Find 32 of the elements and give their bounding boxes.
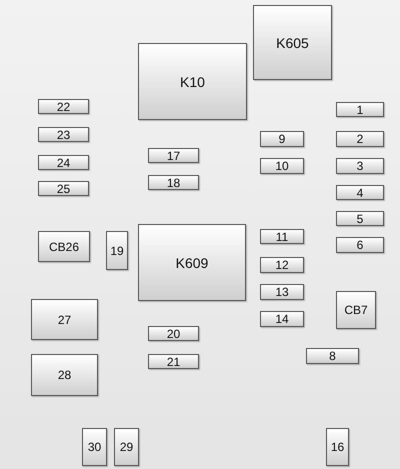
fuse-slot: 1 (336, 102, 384, 117)
fuse-slot: 30 (82, 428, 107, 466)
relay-block: K605 (253, 5, 332, 80)
fuse-slot: 14 (260, 311, 304, 327)
fuse-slot: 29 (114, 428, 139, 466)
fuse-slot: 19 (106, 231, 128, 270)
fuse-slot: 24 (38, 155, 89, 170)
fuse-slot: CB7 (336, 291, 376, 329)
fuse-slot: 21 (148, 354, 199, 369)
fuse-slot: 3 (336, 158, 384, 174)
fuse-slot: 18 (148, 175, 199, 190)
fuse-slot: 20 (148, 326, 199, 341)
fuse-slot: 8 (306, 348, 359, 364)
fuse-slot: 2 (336, 131, 384, 147)
fuse-slot: 6 (336, 237, 384, 253)
fuse-slot: CB26 (38, 231, 90, 262)
fuse-slot: 22 (38, 99, 89, 114)
fuse-slot: 9 (260, 131, 304, 147)
fuse-slot: 4 (336, 185, 384, 200)
relay-block: K609 (138, 224, 246, 301)
fuse-slot: 17 (148, 148, 199, 163)
fuse-slot: 27 (31, 299, 98, 340)
fuse-slot: 11 (260, 229, 304, 244)
fuse-slot: 10 (260, 158, 304, 174)
fuse-slot: 5 (336, 211, 384, 226)
fuse-slot: 16 (326, 428, 349, 466)
relay-block: K10 (138, 43, 247, 120)
fuse-slot: 12 (260, 257, 304, 273)
fuse-slot: 13 (260, 284, 304, 300)
fuse-slot: 23 (38, 127, 89, 142)
fuse-slot: 25 (38, 181, 89, 196)
fuse-slot: 28 (31, 354, 98, 396)
